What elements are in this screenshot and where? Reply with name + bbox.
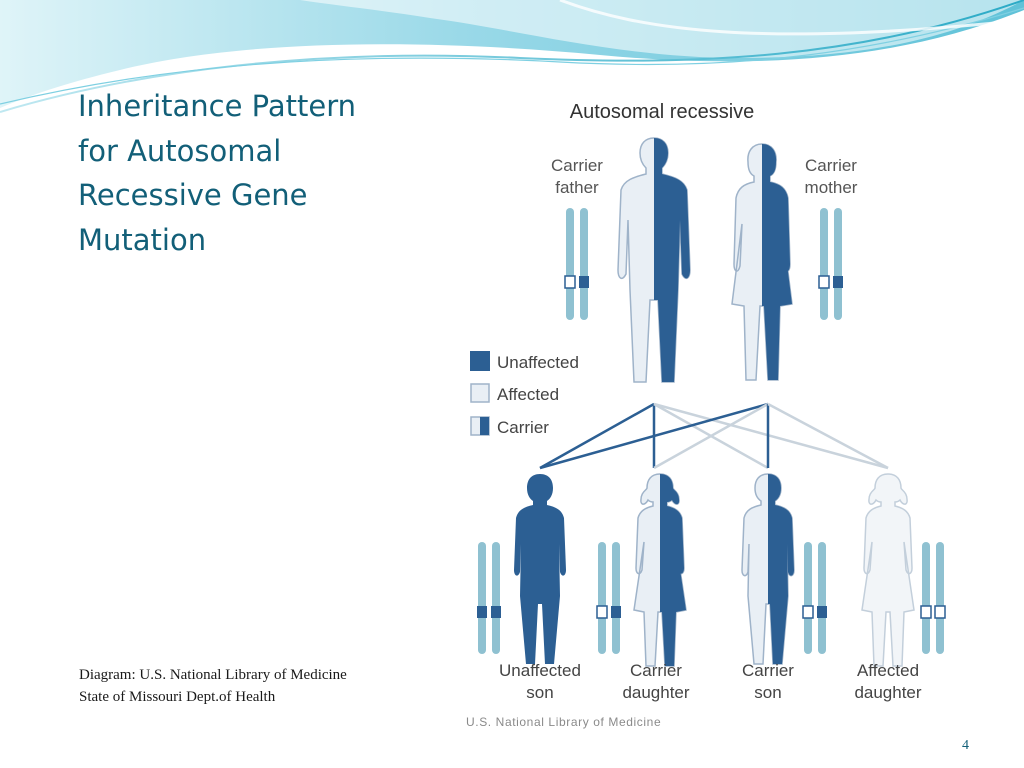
inheritance-diagram: Autosomal recessive Carrier father Carri… xyxy=(462,86,962,736)
page-number: 4 xyxy=(962,738,969,753)
father-label-line-1: Carrier xyxy=(551,156,603,175)
mother-label-line-2: mother xyxy=(805,178,858,197)
legend-affected: Affected xyxy=(470,383,559,404)
child-2-label-line-2: daughter xyxy=(622,683,689,702)
child-1-label-line-2: son xyxy=(526,683,553,702)
diagram-credit: U.S. National Library of Medicine xyxy=(466,715,661,729)
caption-source-1: Diagram: U.S. National Library of Medici… xyxy=(79,667,347,683)
mother-chromosomes xyxy=(818,208,843,320)
title-line-1: Inheritance Pattern xyxy=(78,89,356,123)
child-3-label-line-1: Carrier xyxy=(742,661,794,680)
title-line-2: for Autosomal xyxy=(78,133,282,168)
child-4-label-line-1: Affected xyxy=(857,661,919,680)
father-label-line-2: father xyxy=(555,178,599,197)
child-3-label-line-2: son xyxy=(754,683,781,702)
father-chromosomes xyxy=(564,208,589,320)
legend-unaffected: Unaffected xyxy=(470,351,579,372)
legend-carrier: Carrier xyxy=(470,416,549,437)
legend: Unaffected Affected Carrier xyxy=(470,351,579,437)
child-1-label-line-1: Unaffected xyxy=(499,661,581,680)
title-line-4: Mutation xyxy=(78,222,207,257)
child-4-label-line-2: daughter xyxy=(854,683,921,702)
caption-source-2: State of Missouri Dept.of Health xyxy=(79,689,276,705)
child-chromosomes xyxy=(477,542,946,654)
slide-title: Inheritance Pattern for Autosomal Recess… xyxy=(78,84,438,262)
legend-unaffected-label: Unaffected xyxy=(497,353,579,372)
diagram-title: Autosomal recessive xyxy=(570,101,755,123)
legend-carrier-label: Carrier xyxy=(497,418,549,437)
title-line-3: Recessive Gene xyxy=(78,178,308,212)
header-wave-decoration xyxy=(0,0,1024,113)
source-caption: Diagram: U.S. National Library of Medici… xyxy=(79,666,379,710)
legend-affected-label: Affected xyxy=(497,385,559,404)
inheritance-lines xyxy=(539,402,889,470)
mother-label-line-1: Carrier xyxy=(805,156,857,175)
child-2-label-line-1: Carrier xyxy=(630,661,682,680)
